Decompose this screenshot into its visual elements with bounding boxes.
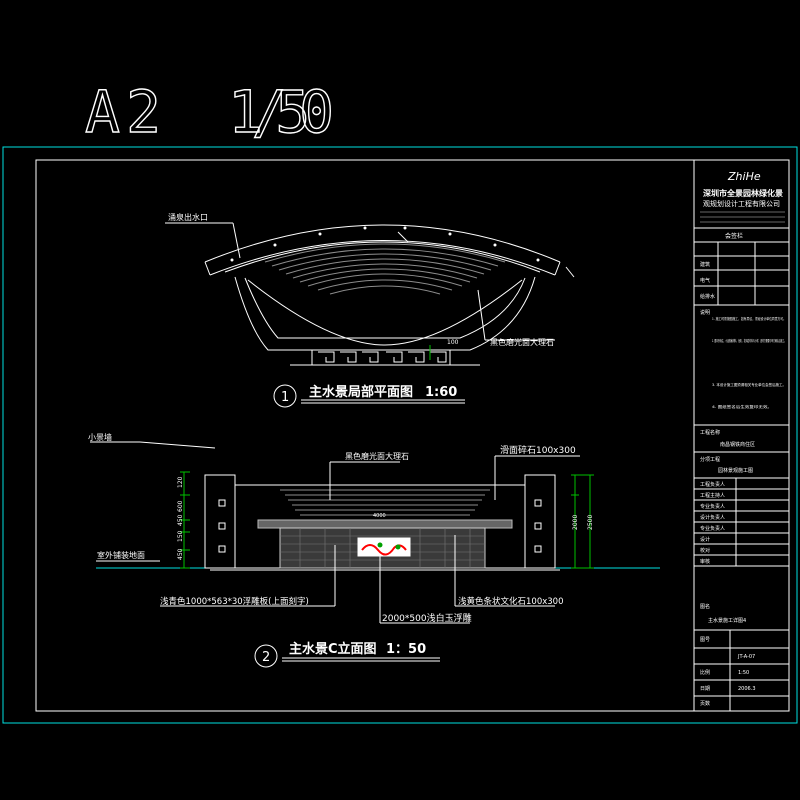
plan-arch-cap-right — [554, 261, 561, 276]
plan-arch-outer — [204, 224, 561, 263]
tb-logo: ZhiHe — [727, 170, 761, 183]
elev-right-slot-2 — [534, 522, 542, 530]
elev-label-outdoor: 室外铺装地面 — [97, 550, 145, 560]
elev-right-dims — [571, 474, 594, 569]
elev-dim-left-4: 450 — [177, 548, 184, 560]
plan-arch-inner — [209, 240, 556, 276]
tb-date-value: 2006.3 — [738, 686, 756, 692]
elev-dim-left-2: 450 — [177, 514, 184, 526]
elev-dim-right-0: 2000 — [572, 515, 579, 530]
elev-right-slot-1 — [534, 499, 542, 507]
plan-label-lamp: 涌泉出水口 — [168, 212, 208, 222]
tb-date-label: 日期 — [700, 686, 710, 692]
elev-steps — [280, 489, 490, 516]
tb-staff-1: 工程主持人 — [700, 492, 725, 499]
tb-notes-heading: 说明 — [700, 309, 710, 316]
elev-dim-left-1: 600 — [177, 500, 184, 512]
plan-outer-basin — [234, 276, 536, 351]
tb-drawing-title: 主水景施工详图4 — [708, 617, 746, 624]
plan-dim-100: 100 — [447, 339, 459, 346]
elevation-view: 小景墙 室外铺装地面 120 600 450 150 450 2000 2500 — [88, 432, 660, 668]
plan-number: 1 — [281, 390, 289, 405]
tb-staff-3: 设计负责人 — [700, 514, 725, 521]
tb-rev-1: 校对 — [700, 547, 710, 554]
elev-left-dims — [180, 471, 190, 569]
elev-coping-slab — [257, 519, 513, 529]
tb-scale-value: 1:50 — [738, 670, 749, 676]
elev-left-slot-1 — [218, 499, 226, 507]
plan-title: 主水景局部平面图 — [309, 384, 413, 400]
elev-left-slot-3 — [218, 545, 226, 553]
tb-staff-2: 专业负责人 — [700, 503, 725, 510]
tb-drawing-no: JT-A-07 — [737, 654, 755, 660]
title-block: ZhiHe 深圳市全景园林绿化景 观规划设计工程有限公司 会签栏 建筑 电气 给… — [693, 160, 789, 711]
tb-staff-4: 专业负责人 — [700, 525, 725, 532]
plan-dim-tick — [565, 266, 575, 278]
tb-drawing-no-label: 图号 — [700, 637, 710, 643]
plan-base-pattern — [290, 350, 480, 366]
elev-label-granite: 2000*500浅白玉浮雕 — [382, 612, 472, 624]
plan-inner-basin — [244, 277, 526, 339]
plan-view: 涌泉出水口 黑色磨光面大理石 100 1 主水景局部平面图 1:60 — [165, 212, 575, 408]
elev-label-grass: 浅青色1000*563*30浮雕板(上面刻字) — [160, 596, 309, 607]
tb-staff-0: 工程负责人 — [700, 481, 725, 488]
elev-dim-mid: 4000 — [373, 513, 386, 519]
elev-carving-dot-2 — [395, 544, 401, 550]
elev-carved-panel — [357, 537, 411, 557]
tb-rev-0: 设计 — [700, 536, 710, 543]
leader-lamp-d — [232, 222, 241, 259]
elev-label-culture: 浅黄色条状文化石100x300 — [458, 596, 563, 607]
leader-small-wall-d — [139, 441, 216, 449]
tb-project-name: 南昌钢铁商住区 — [720, 441, 755, 448]
tb-section-sign: 会签栏 — [725, 232, 743, 240]
tb-note-1: 2. 图中所标注，小品规格材料，色彩、花岗岩材料与小样，选材方需要与甲方确认后施… — [712, 338, 786, 343]
plan-top-tick — [397, 231, 409, 243]
plan-nozzles — [230, 226, 540, 262]
elev-label-small-wall: 小景墙 — [88, 432, 112, 442]
tb-company-small-lines — [700, 211, 785, 223]
tb-note-3: 4. 图纸签名后生效复印无效。 — [712, 404, 772, 409]
tb-drawing-title-label: 图名 — [700, 603, 710, 610]
elev-label-marble: 黑色磨光面大理石 — [345, 451, 409, 461]
tb-sign-row-1: 电气 — [700, 277, 710, 284]
plan-arch-inner2 — [224, 241, 541, 273]
elev-label-coping: 滑面碎石100x300 — [500, 444, 576, 456]
tb-item-name: 园林景观施工图 — [718, 467, 753, 474]
sheet-scale-label: 1/50 — [228, 78, 334, 146]
tb-sign-row-0: 建筑 — [700, 261, 710, 268]
elev-scale: 1：50 — [386, 642, 426, 657]
elev-left-pier — [204, 474, 236, 569]
tb-sign-row-2: 给排水 — [700, 293, 715, 300]
tb-rev-2: 审核 — [700, 558, 710, 565]
tb-scale-label: 比例 — [700, 669, 710, 676]
tb-note-2: 3. 本设计施工图须请相关专业单位会签后施工。 — [712, 382, 786, 387]
sheet-size-label: A2 — [85, 78, 161, 146]
elev-title-circle — [254, 644, 278, 668]
elev-left-slot-2 — [218, 522, 226, 530]
leader-stone — [477, 289, 486, 341]
tb-project-label: 工程名称 — [700, 429, 720, 436]
tb-item-label: 分项工程 — [700, 456, 720, 463]
elev-title: 主水景C立面图 — [289, 641, 377, 657]
elev-dim-left-0: 120 — [177, 476, 184, 488]
plan-label-stone: 黑色磨光面大理石 — [490, 337, 554, 347]
plan-title-circle — [273, 384, 297, 408]
tb-note-0: 1. 施工时须按图施工，如有异议，须经设计单位同意方可。 — [712, 316, 786, 321]
plan-water-steps — [264, 243, 506, 295]
elev-dim-left-3: 150 — [177, 530, 184, 542]
elev-number: 2 — [262, 650, 270, 665]
elev-right-pier — [524, 474, 556, 569]
elev-dim-right-1: 2500 — [587, 515, 594, 530]
tb-company-name: 深圳市全景园林绿化景 — [703, 188, 783, 198]
plan-arch-cap-left — [204, 261, 211, 276]
elev-carving-dot-1 — [377, 542, 383, 548]
tb-pages-label: 页数 — [700, 700, 710, 707]
plan-bowl — [247, 279, 523, 346]
elev-right-slot-3 — [534, 545, 542, 553]
plan-scale: 1:60 — [425, 385, 457, 400]
tb-company-sub: 观规划设计工程有限公司 — [703, 199, 780, 208]
inner-frame — [35, 159, 790, 712]
outer-frame — [2, 146, 798, 724]
